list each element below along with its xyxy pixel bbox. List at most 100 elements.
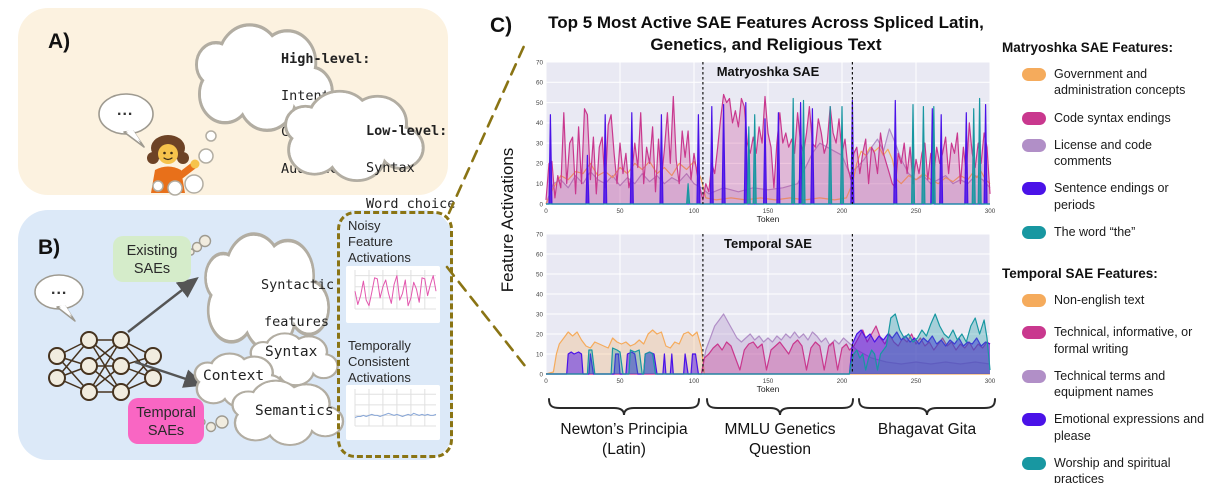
word-semantics: Semantics: [255, 403, 334, 419]
svg-text:250: 250: [911, 378, 922, 385]
legend-swatch: [1022, 225, 1046, 239]
segment-latin-line1: Newton’s Principia: [560, 421, 688, 438]
temporal-saes-box: Temporal SAEs: [128, 398, 204, 444]
legend-item: Non-english text: [1022, 292, 1212, 308]
legend-label: Sentence endings or periods: [1054, 181, 1169, 212]
brace-genetics: [706, 398, 854, 416]
legend-label: Worship and spiritual practices: [1054, 455, 1171, 483]
svg-text:200: 200: [837, 208, 848, 215]
legend-swatch: [1022, 456, 1046, 470]
word-syntax: Syntax: [265, 344, 318, 360]
svg-text:40: 40: [536, 120, 544, 127]
legend-item: Technical terms and equipment names: [1022, 368, 1212, 401]
noisy-activations-label: Noisy Feature Activations: [348, 218, 411, 265]
svg-text:10: 10: [536, 351, 544, 358]
existing-saes-box: Existing SAEs: [113, 236, 191, 282]
thought-trail-bubbles: [152, 130, 217, 196]
svg-text:60: 60: [536, 251, 544, 258]
svg-text:40: 40: [536, 291, 544, 298]
matryoshka-legend-title: Matryoshka SAE Features:: [1002, 40, 1174, 55]
legend-swatch: [1022, 294, 1046, 307]
word-context: Context: [203, 368, 265, 384]
legend-swatch: [1022, 413, 1046, 427]
svg-text:50: 50: [616, 208, 624, 215]
svg-text:Token: Token: [757, 384, 780, 394]
svg-text:100: 100: [689, 208, 700, 215]
svg-text:60: 60: [536, 80, 544, 87]
thought-cloud-semantics: [224, 374, 346, 446]
svg-text:0: 0: [539, 201, 543, 208]
svg-text:150: 150: [763, 378, 774, 385]
legend-item: Technical, informative, or formal writin…: [1022, 324, 1212, 357]
legend-item: Emotional expressions and please: [1022, 411, 1212, 444]
legend-item: Sentence endings or periods: [1022, 180, 1212, 213]
legend-swatch: [1022, 111, 1046, 125]
segment-genetics-line2: Question: [748, 441, 812, 459]
svg-text:0: 0: [539, 371, 543, 378]
cloud-high-title: High-level:: [281, 51, 371, 68]
svg-text:30: 30: [536, 140, 544, 147]
temporal-saes-line1: Temporal: [136, 405, 196, 421]
svg-text:0: 0: [544, 208, 548, 215]
existing-saes-line1: Existing: [126, 243, 178, 259]
svg-text:250: 250: [911, 208, 922, 215]
svg-text:200: 200: [837, 378, 848, 385]
consistent-activations-label: Temporally Consistent Activations: [348, 338, 411, 385]
temporal-saes-line2: SAEs: [147, 423, 185, 440]
svg-text:Matryoshka SAE: Matryoshka SAE: [717, 64, 820, 79]
consistent-mini-chart: [346, 385, 440, 440]
panel-c-title: Top 5 Most Active SAE Features Across Sp…: [530, 12, 1002, 57]
panel-a-label: A): [48, 30, 71, 53]
legend-label: License and code comments: [1054, 137, 1152, 168]
y-axis-label: Feature Activations: [498, 147, 517, 293]
legend-label: Emotional expressions and please: [1054, 412, 1205, 443]
legend-label: The word “the”: [1054, 224, 1136, 239]
svg-text:30: 30: [536, 311, 544, 318]
existing-saes-line2: SAEs: [133, 261, 171, 278]
legend-swatch: [1022, 68, 1046, 81]
panel-c-title-line1: Top 5 Most Active SAE Features Across Sp…: [548, 13, 984, 32]
neural-network-icon: [45, 322, 169, 412]
panel-a: A) ...: [18, 8, 455, 212]
svg-text:50: 50: [536, 100, 544, 107]
legend-label: Government and administration concepts: [1054, 67, 1186, 98]
svg-text:0: 0: [544, 378, 548, 385]
svg-text:300: 300: [985, 208, 996, 215]
svg-text:20: 20: [536, 331, 544, 338]
segment-latin-line2: (Latin): [602, 441, 646, 459]
cloud-syntactic-line1: Syntactic: [261, 277, 335, 294]
legend-item: Government and administration concepts: [1022, 66, 1212, 99]
legend-item: License and code comments: [1022, 137, 1212, 170]
svg-text:150: 150: [763, 208, 774, 215]
svg-text:50: 50: [616, 378, 624, 385]
legend-swatch: [1022, 182, 1046, 196]
brace-latin: [548, 398, 700, 416]
segment-label-gita: Bhagavat Gita: [854, 420, 1000, 440]
segment-gita-line1: Bhagavat Gita: [877, 421, 977, 438]
panel-c-label: C): [490, 14, 513, 37]
thought-cloud-low-level: Low-level: Syntax Word choice: [275, 82, 455, 212]
panel-b: B) ...: [18, 210, 453, 460]
thought-cloud-high-level: High-level: Intent Context Audience: [186, 14, 370, 177]
segment-label-latin: Newton’s Principia (Latin): [544, 420, 704, 460]
speech-bubble-dots: ...: [117, 102, 134, 119]
svg-text:70: 70: [536, 231, 544, 238]
legend-label: Technical, informative, or formal writin…: [1054, 325, 1193, 356]
svg-text:10: 10: [536, 181, 544, 188]
cloud-low-text: Low-level: Syntax Word choice: [301, 104, 455, 232]
cloud-syntactic-line2: features: [264, 313, 330, 330]
segment-genetics-line1: MMLU Genetics: [724, 421, 836, 438]
legend-item: Code syntax endings: [1022, 110, 1212, 126]
panel-c-title-line2: Genetics, and Religious Text: [650, 35, 882, 55]
speech-bubble-icon: ...: [33, 272, 89, 324]
legend-item: The word “the”: [1022, 224, 1212, 240]
svg-text:100: 100: [689, 378, 700, 385]
temporal-legend-title: Temporal SAE Features:: [1002, 266, 1158, 281]
legend-label: Technical terms and equipment names: [1054, 368, 1166, 399]
speech-bubble-icon: ...: [97, 92, 159, 150]
legend-label: Non-english text: [1054, 293, 1145, 307]
segment-label-genetics: MMLU Genetics Question: [702, 420, 858, 460]
